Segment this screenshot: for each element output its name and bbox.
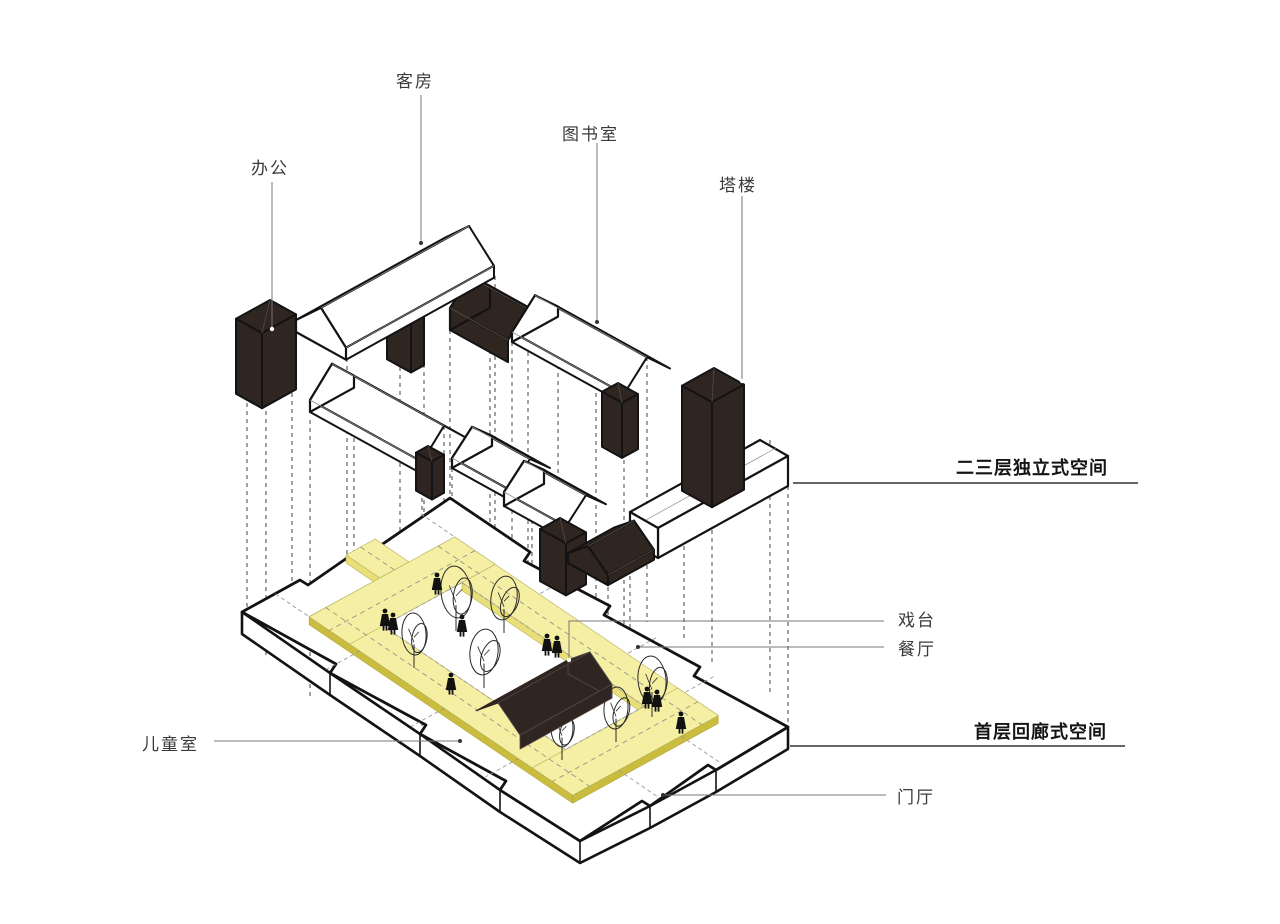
label-library: 图书室	[562, 125, 619, 144]
leader-lines	[214, 95, 1138, 796]
label-ground-level-note: 首层回廊式空间	[974, 722, 1107, 742]
label-upper-level-note: 二三层独立式空间	[956, 458, 1108, 478]
label-children-room: 儿童室	[142, 735, 199, 754]
leader-dots	[269, 241, 745, 797]
label-office: 办公	[251, 159, 289, 178]
label-guest-room: 客房	[396, 72, 434, 91]
courtyard-trees	[401, 565, 668, 760]
people-figures	[379, 572, 687, 734]
stage-building	[475, 651, 613, 750]
label-dining-hall: 餐厅	[898, 640, 936, 659]
label-entrance-hall: 门厅	[897, 788, 935, 807]
label-tower: 塔楼	[719, 176, 757, 195]
gallery-corridor-ring	[308, 536, 719, 804]
upper-level-buildings	[235, 225, 790, 597]
label-stage: 戏台	[898, 611, 936, 630]
